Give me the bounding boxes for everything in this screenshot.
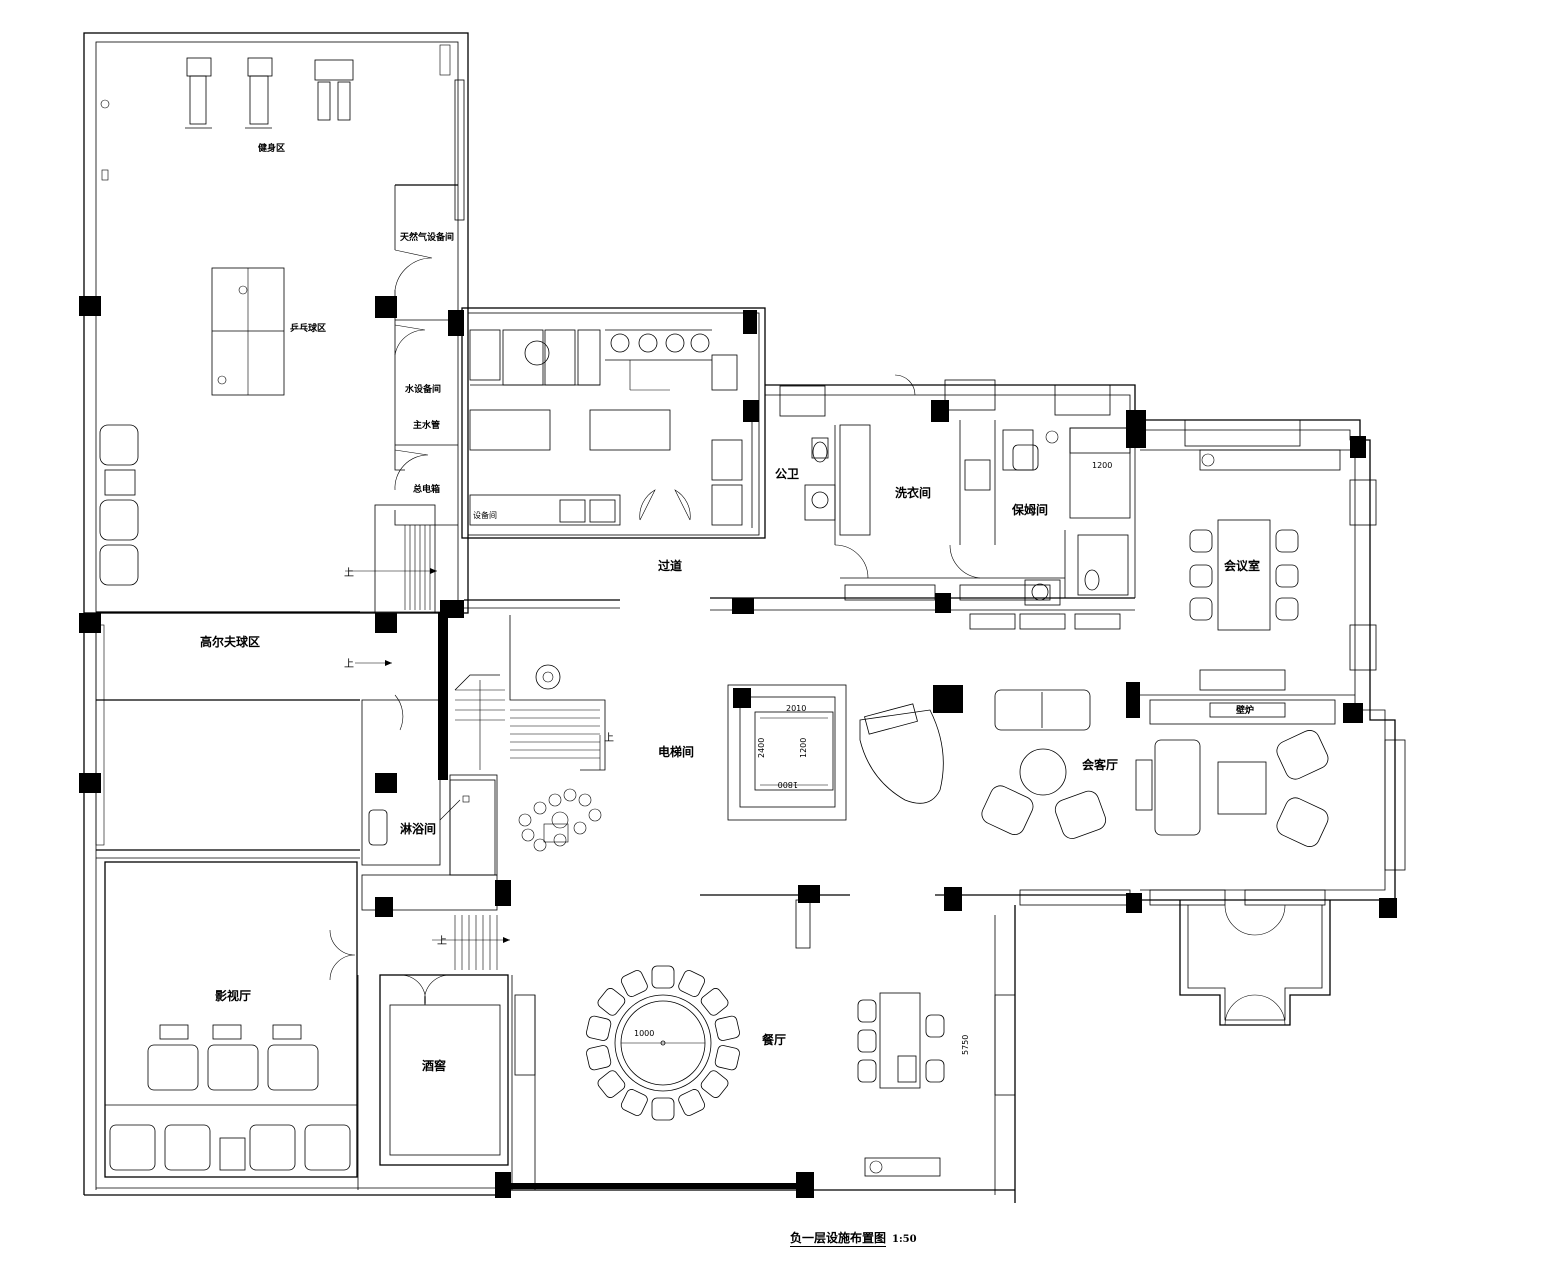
wc-fixtures — [804, 424, 1131, 630]
plant — [518, 664, 602, 852]
dining-chair — [586, 1015, 612, 1041]
dining-chair — [620, 1089, 648, 1116]
dining-chair — [586, 1045, 612, 1071]
stair-up-3: 上 — [604, 732, 614, 744]
dining-chair — [651, 965, 675, 989]
outer-walls — [83, 32, 1396, 1203]
label-water-room: 水设备间 — [405, 383, 441, 395]
kitchen-fixtures — [469, 329, 743, 526]
label-dining: 餐厅 — [762, 1032, 786, 1047]
label-laundry: 洗衣间 — [895, 485, 931, 500]
dim-2010: 2010 — [786, 704, 806, 713]
stair-up-1: 上 — [344, 567, 354, 579]
meeting-table — [1189, 449, 1341, 631]
columns — [79, 296, 1397, 1198]
label-meeting-room: 会议室 — [1224, 558, 1260, 573]
dining-chair — [597, 988, 626, 1016]
dining-chair — [700, 988, 729, 1016]
dim-2400: 2400 — [757, 738, 766, 758]
drawing-caption: 负一层设施布置图 1:50 — [790, 1229, 917, 1247]
label-gas-room: 天然气设备间 — [400, 231, 454, 243]
dim-1800: 1800 — [778, 780, 798, 789]
label-living-room: 会客厅 — [1082, 757, 1118, 772]
stair-labels: 上 上 上 上 — [344, 567, 614, 947]
dining-chair — [651, 1097, 675, 1121]
doors — [329, 249, 1286, 1026]
shower-fixtures — [368, 779, 496, 876]
dining-chair — [597, 1070, 626, 1098]
label-main-electric: 总电箱 — [413, 483, 440, 495]
dining-chair — [714, 1045, 740, 1071]
fitness-equipment — [100, 44, 451, 181]
label-golf: 高尔夫球区 — [200, 634, 260, 649]
lounge-chairs — [99, 424, 139, 586]
dining-chair — [678, 970, 706, 997]
drawing-scale: 1:50 — [892, 1234, 917, 1245]
label-elevator-hall: 电梯间 — [658, 744, 694, 759]
label-main-water: 主水管 — [413, 419, 440, 431]
interior-walls — [357, 184, 1355, 1190]
label-nanny-room: 保姆间 — [1011, 502, 1048, 517]
label-pingpong: 乒乓球区 — [290, 322, 326, 334]
label-public-wc: 公卫 — [775, 467, 799, 481]
windows — [514, 379, 1406, 1096]
stairs — [345, 525, 601, 970]
dining-furniture — [586, 965, 945, 1177]
label-cinema: 影视厅 — [215, 988, 251, 1003]
label-shower: 淋浴间 — [400, 821, 436, 836]
drawing-title: 负一层设施布置图 — [790, 1231, 887, 1247]
dining-chair — [700, 1070, 729, 1098]
dim-1000: 1000 — [634, 1029, 654, 1038]
living-furniture — [859, 669, 1336, 847]
elevator — [727, 684, 847, 821]
dim-1200-nanny: 1200 — [1092, 461, 1112, 470]
dim-1200-elevator: 1200 — [799, 738, 808, 758]
pingpong-table — [211, 267, 285, 396]
label-corridor: 过道 — [658, 558, 682, 573]
label-fireplace: 壁炉 — [1236, 704, 1254, 716]
room-labels: 健身区 天然气设备间 乒乓球区 水设备间 主水管 总电箱 高尔夫球区 淋浴间 影… — [200, 142, 1260, 1073]
label-fitness: 健身区 — [258, 142, 285, 154]
stair-up-4: 上 — [437, 935, 447, 947]
dimension-labels: 2010 2400 1200 1800 1200 1000 5750 — [634, 461, 1112, 1055]
label-wine-cellar: 酒窖 — [422, 1058, 446, 1073]
cinema-seats — [109, 1024, 351, 1171]
dining-chair — [678, 1089, 706, 1116]
stair-up-2: 上 — [344, 658, 354, 670]
dining-chair — [620, 970, 648, 997]
label-equipment-room: 设备间 — [473, 510, 497, 520]
dim-5750: 5750 — [961, 1035, 970, 1055]
dining-chair — [714, 1015, 740, 1041]
